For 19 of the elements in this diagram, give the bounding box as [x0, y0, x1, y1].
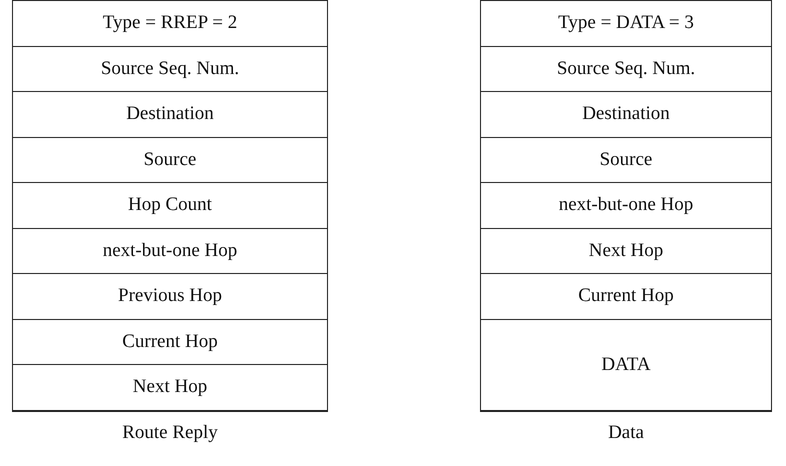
packet-field: Destination	[13, 92, 327, 138]
packet-field: Destination	[481, 92, 771, 138]
packet-field: Previous Hop	[13, 274, 327, 320]
packet-field: Next Hop	[13, 365, 327, 410]
packet-field: Source Seq. Num.	[481, 46, 771, 92]
packet-field: Source	[481, 138, 771, 183]
packet-field: Current Hop	[13, 320, 327, 365]
packet-field: Source Seq. Num.	[13, 46, 327, 92]
packet-field: Next Hop	[481, 228, 771, 274]
packet-field: Current Hop	[481, 274, 771, 320]
packet-field: Source	[13, 138, 327, 183]
packet-field: next-but-one Hop	[13, 228, 327, 274]
packet-field: next-but-one Hop	[481, 183, 771, 228]
packet-field: Hop Count	[13, 183, 327, 228]
packet-field: Type = RREP = 2	[13, 1, 327, 46]
packet-caption: Data	[608, 422, 644, 444]
packet-field: Type = DATA = 3	[481, 1, 771, 46]
packet-caption: Route Reply	[122, 422, 218, 444]
packet-field: DATA	[481, 320, 771, 410]
